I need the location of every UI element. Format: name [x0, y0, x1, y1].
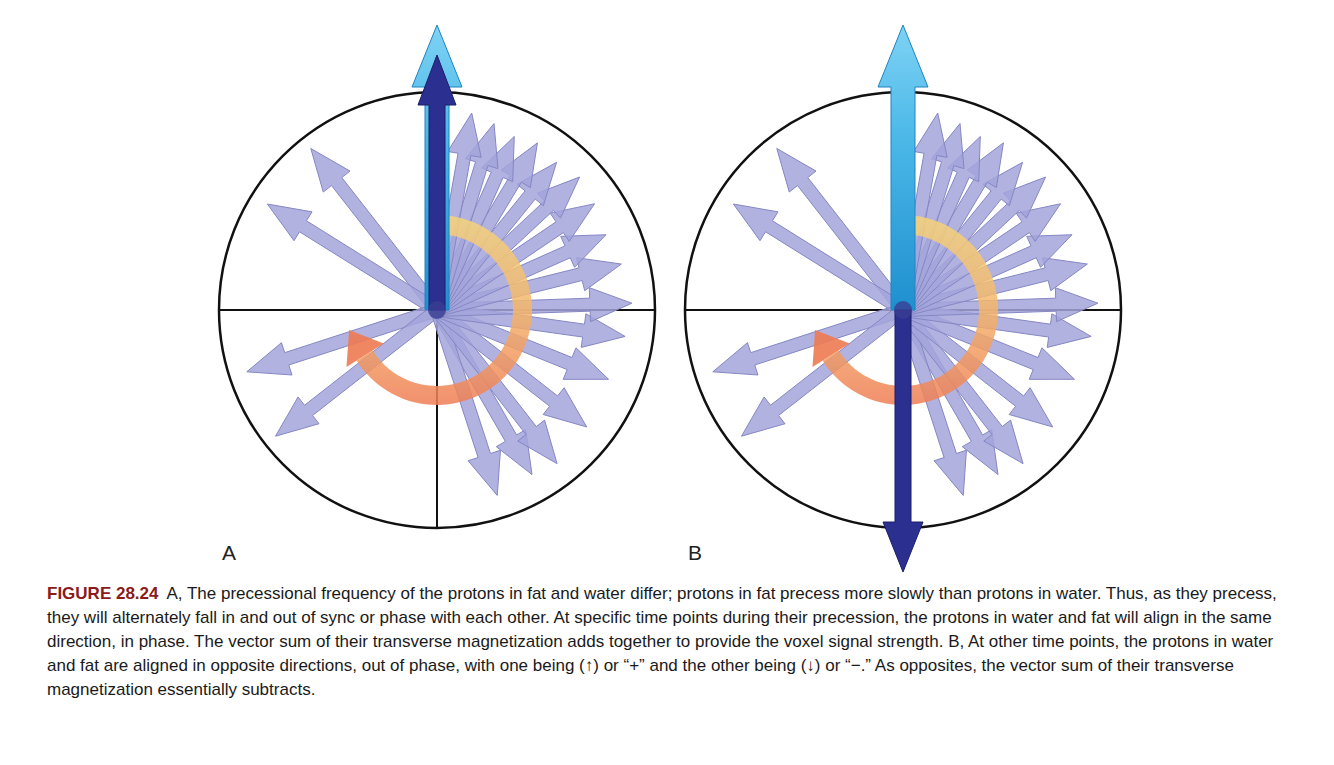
precession-panel	[219, 25, 655, 528]
figure-number: FIGURE 28.24	[47, 584, 159, 603]
water-vector	[878, 25, 928, 310]
panel-label: B	[688, 541, 702, 565]
proton-vector	[777, 148, 908, 314]
vector-origin	[894, 301, 912, 319]
proton-vector	[275, 305, 441, 436]
proton-vector	[267, 204, 440, 315]
precession-panel	[685, 25, 1121, 572]
precession-arrowhead	[812, 330, 849, 367]
panel-label: A	[222, 541, 236, 565]
proton-vector	[741, 305, 907, 436]
caption-text: A, The precessional frequency of the pro…	[47, 584, 1277, 699]
fat-vector	[883, 310, 923, 572]
fat-vector	[418, 55, 456, 310]
proton-vector	[311, 148, 442, 314]
water-vector	[412, 25, 462, 310]
proton-vector	[733, 204, 906, 315]
precession-arrowhead	[346, 330, 383, 367]
vector-origin	[428, 301, 446, 319]
figure-caption: FIGURE 28.24A, The precessional frequenc…	[47, 582, 1297, 702]
